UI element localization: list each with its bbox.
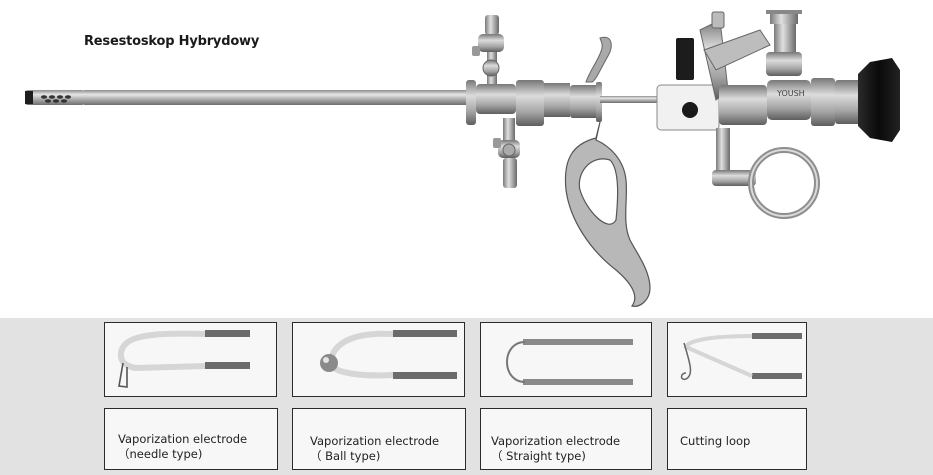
- resectoscope-image: YOUSH: [25, 10, 900, 307]
- thumb-lever: [585, 36, 612, 83]
- finger-grip: [564, 121, 651, 307]
- sheath-tip: [25, 90, 85, 105]
- outer-sheath: [84, 90, 474, 105]
- electrode-ball-image: [292, 322, 465, 397]
- electrode-caption-straight: Vaporization electrode （ Straight type): [480, 408, 652, 470]
- electrode-cutting-loop-image: [667, 322, 807, 397]
- caption-line1: Vaporization electrode: [118, 432, 248, 446]
- caption-line2: （ Ball type): [310, 449, 381, 463]
- caption-line2: （needle type): [118, 447, 203, 461]
- electrode-needle-image: [104, 322, 277, 397]
- thumb-ring: [712, 128, 820, 219]
- page-title: Resestoskop Hybrydowy: [84, 34, 260, 49]
- electrode-caption-cutting-loop: Cutting loop: [667, 408, 807, 470]
- electrode-caption-needle: Vaporization electrode （needle type): [104, 408, 278, 470]
- caption-line1: Vaporization electrode: [491, 434, 621, 448]
- brand-marking: YOUSH: [776, 89, 805, 98]
- caption-line1: Cutting loop: [680, 434, 751, 448]
- caption-line2: （ Straight type): [491, 449, 586, 463]
- outflow-stopcock: [493, 118, 520, 188]
- optic-body: YOUSH: [719, 78, 861, 126]
- electrode-straight-image: [480, 322, 652, 397]
- light-post: [766, 10, 802, 76]
- caption-line1: Vaporization electrode: [310, 434, 440, 448]
- electrode-caption-ball: Vaporization electrode （ Ball type): [292, 408, 466, 470]
- eyepiece: [858, 58, 900, 142]
- inflow-stopcock: [472, 15, 504, 84]
- sheath-body: [466, 80, 602, 126]
- working-element: [656, 11, 771, 131]
